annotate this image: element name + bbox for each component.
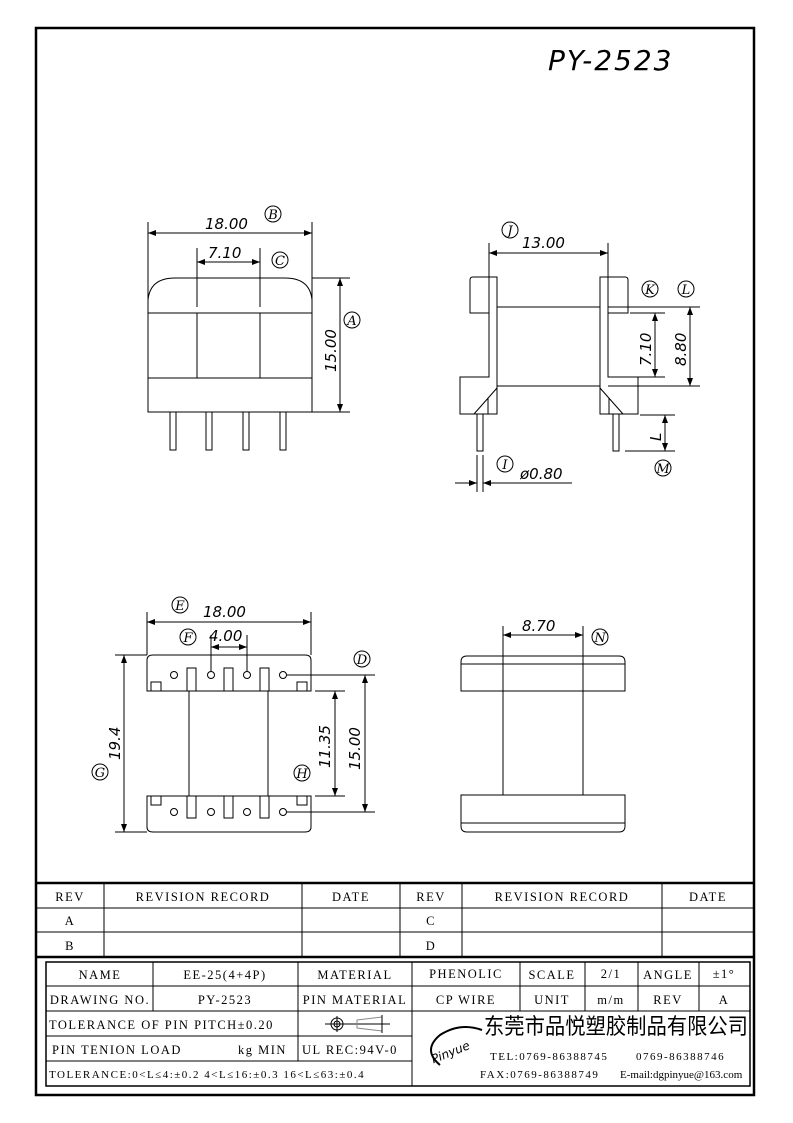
company-tel-2: 0769-86388746	[636, 1051, 725, 1063]
side-k-dim: 7.10	[637, 333, 655, 366]
general-tolerance: TOLERANCE:0<L≤4:±0.2 4<L≤16:±0.3 16<L≤63…	[49, 1069, 365, 1081]
label-b: B	[267, 208, 278, 223]
revision-table: REV REVISION RECORD DATE REV REVISION RE…	[36, 881, 754, 959]
material-label: MATERIAL	[317, 968, 392, 982]
bottom-row-inner-dim: 11.35	[316, 725, 334, 768]
unit-value: m/m	[597, 993, 624, 1007]
name-label: NAME	[79, 968, 122, 982]
angle-value: ±1°	[713, 967, 736, 981]
bottom-row-pitch-dim: 15.00	[346, 727, 364, 770]
date-header-2: DATE	[689, 890, 727, 904]
unit-label: UNIT	[534, 993, 570, 1007]
material-value: PHENOLIC	[429, 967, 503, 981]
date-header: DATE	[332, 890, 370, 904]
label-h: H	[295, 767, 308, 782]
front-inner-dim: 7.10	[208, 244, 241, 262]
bottom-width-dim: 18.00	[203, 603, 246, 621]
name-value: EE-25(4+4P)	[183, 968, 266, 982]
label-n: N	[593, 631, 606, 646]
scale-label: SCALE	[528, 968, 575, 982]
label-j: J	[504, 224, 513, 239]
side-pin-length: L	[647, 433, 665, 441]
drawing-no-value: PY-2523	[198, 993, 252, 1007]
bottom-pitch-dim: 4.00	[209, 627, 242, 645]
rev-d: D	[426, 939, 437, 953]
company-logo: Pinyue	[429, 1025, 483, 1066]
pin-material-label: PIN MATERIAL	[303, 993, 407, 1007]
label-k: K	[644, 283, 656, 298]
drawing-title: PY-2523	[548, 44, 674, 77]
end-view: 8.70 N	[460, 617, 626, 833]
rev-c: C	[426, 914, 436, 928]
projection-symbol-icon	[325, 1015, 390, 1033]
rev-value: A	[719, 993, 730, 1007]
pin-material-value: CP WIRE	[436, 993, 496, 1007]
label-d: D	[356, 653, 368, 668]
company-fax: FAX:0769-86388749	[480, 1069, 599, 1081]
side-l-dim: 8.80	[672, 333, 690, 366]
pin-tension-unit: kg MIN	[238, 1043, 287, 1057]
rev-header: REV	[55, 890, 85, 904]
scale-value: 2/1	[601, 967, 621, 981]
revision-record-header: REVISION RECORD	[136, 890, 271, 904]
company-email: E-mail:dgpinyue@163.com	[620, 1069, 743, 1081]
label-i: I	[501, 458, 508, 473]
rev-label: REV	[653, 993, 683, 1007]
end-width-dim: 8.70	[522, 617, 555, 635]
logo-text: Pinyue	[429, 1038, 472, 1066]
front-view: 18.00 7.10 15.00 B C A	[147, 205, 361, 451]
angle-label: ANGLE	[643, 968, 693, 982]
side-view: 13.00 7.10 8.80 L ø0.80 J K L M I	[455, 221, 700, 492]
company-name: 东莞市品悦塑胶制品有限公司	[484, 1015, 748, 1040]
revision-record-header-2: REVISION RECORD	[495, 890, 630, 904]
rev-a: A	[65, 914, 76, 928]
drawing-no-label: DRAWING NO.	[50, 993, 150, 1007]
front-height-dim: 15.00	[322, 329, 340, 372]
bottom-view: 18.00 4.00 19.4 11.35 15.00 E F D G H	[91, 596, 375, 833]
rev-b: B	[65, 939, 75, 953]
label-f: F	[182, 631, 193, 646]
ul-rating: UL REC:94V-0	[302, 1043, 398, 1057]
pin-tension-load: PIN TENION LOAD	[52, 1043, 182, 1057]
label-e: E	[174, 599, 185, 614]
front-width-dim: 18.00	[205, 215, 248, 233]
company-tel: TEL:0769-86388745	[490, 1051, 608, 1063]
label-g: G	[95, 766, 105, 781]
sheet-border	[34, 26, 756, 1097]
label-c: C	[275, 254, 285, 269]
rev-header-2: REV	[416, 890, 446, 904]
side-span-dim: 13.00	[522, 234, 565, 252]
pin-pitch-tolerance: TOLERANCE OF PIN PITCH±0.20	[49, 1018, 274, 1032]
label-l: L	[681, 283, 691, 298]
bottom-overall-dim: 19.4	[106, 727, 124, 760]
label-a: A	[346, 314, 356, 329]
label-m: M	[655, 462, 670, 477]
side-pin-dia: ø0.80	[519, 465, 563, 483]
title-block: NAME EE-25(4+4P) MATERIAL PHENOLIC SCALE…	[45, 961, 751, 1087]
